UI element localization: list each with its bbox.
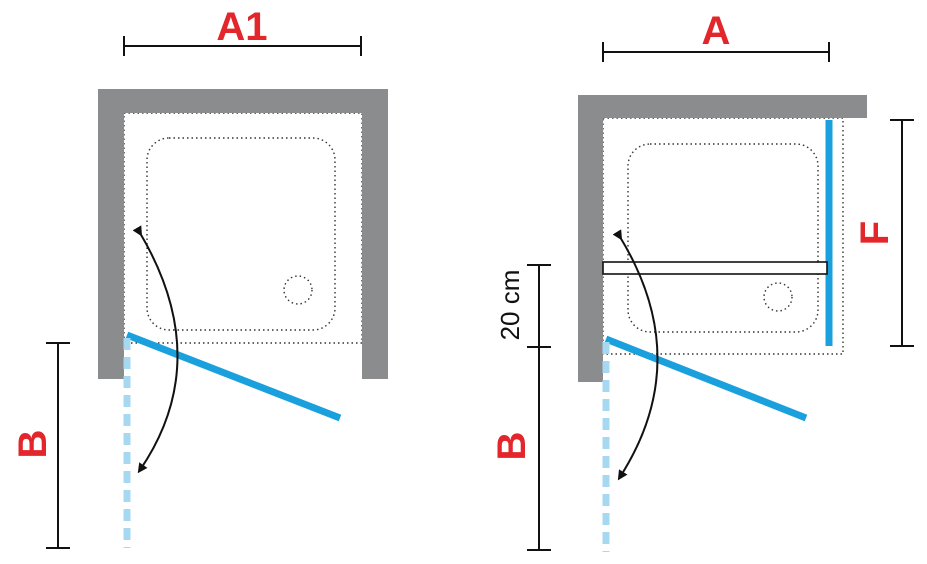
right-bar-offset-label: 20 cm	[495, 270, 525, 341]
left-width-dimension: A1	[123, 5, 362, 56]
right-tray-outline	[602, 117, 844, 355]
right-bar-offset-dimension: 20 cm	[495, 264, 551, 347]
right-side-dimension: F	[853, 119, 914, 347]
left-glass-door-open	[125, 331, 342, 422]
left-depth-label: B	[11, 430, 55, 459]
right-width-label: A	[702, 9, 731, 53]
right-depth-dimension: B	[490, 346, 551, 551]
right-tray-basin	[627, 143, 819, 333]
left-width-label: A1	[216, 5, 267, 49]
right-glass-door-open	[604, 335, 808, 422]
right-depth-label: B	[490, 432, 534, 461]
left-tray-outline	[123, 112, 363, 344]
left-tray-basin	[146, 137, 336, 331]
right-side-label: F	[853, 221, 897, 245]
left-depth-dimension: B	[11, 342, 70, 549]
left-walls	[98, 89, 388, 379]
right-stabiliser-bar	[602, 261, 828, 275]
right-shower-diagram: A 20 cm B	[490, 9, 914, 552]
right-width-dimension: A	[602, 9, 830, 62]
door-swing-arrow-icon	[132, 225, 179, 474]
door-swing-arrow-icon	[612, 229, 659, 481]
tray-drain-icon	[763, 282, 793, 312]
tray-drain-icon	[283, 275, 313, 305]
right-walls	[578, 95, 867, 382]
left-shower-diagram: A1 B	[11, 5, 388, 549]
